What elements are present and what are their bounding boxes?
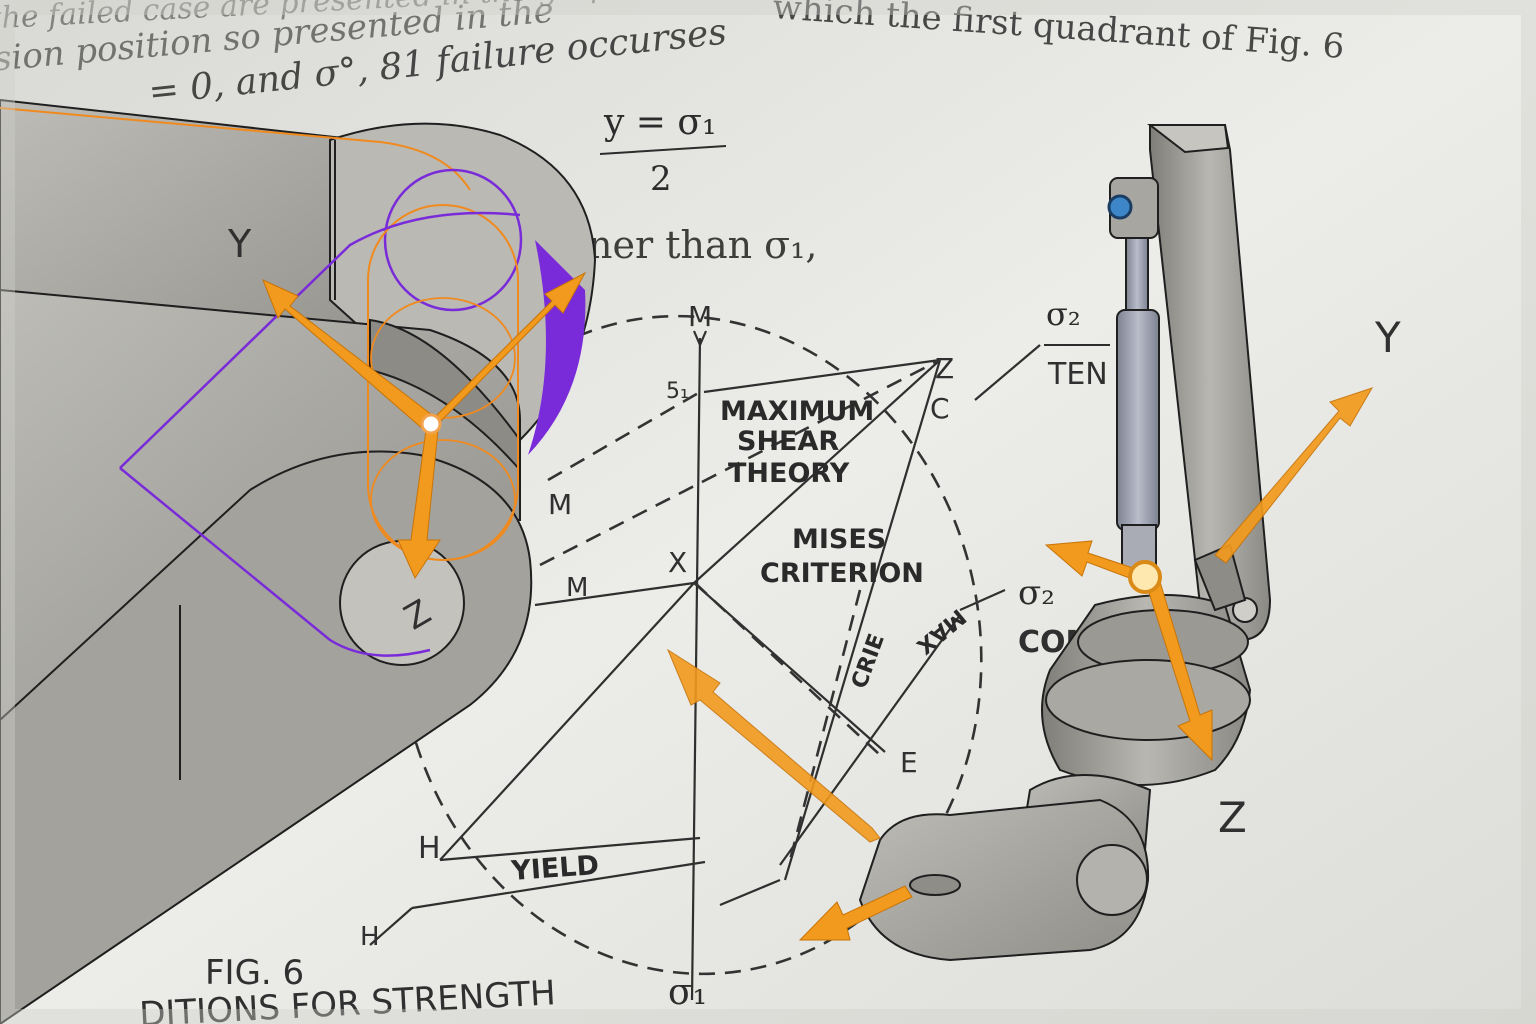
label-m-top: M (688, 300, 712, 333)
label-max-shear-3: THEORY (728, 458, 850, 489)
right-arm-cylinder[interactable] (1116, 309, 1160, 531)
label-m-mid: M (566, 573, 588, 603)
right-transform-gizmo[interactable]: Y Z (666, 313, 1401, 941)
left-gizmo-y-label: Y (227, 222, 252, 266)
label-max-shear-1: MAXIMUM (720, 396, 874, 427)
right-robot-arm[interactable] (858, 124, 1272, 962)
left-gizmo-x-arrow[interactable] (427, 271, 587, 427)
label-e: E (900, 746, 918, 779)
right-gizmo-back-arrow[interactable] (666, 648, 881, 843)
label-sigma2-bottom: σ₂ (1018, 573, 1055, 613)
right-arm-lower-joint[interactable] (1076, 844, 1148, 916)
right-gizmo-y-arrow[interactable] (1214, 387, 1374, 564)
left-gizmo-z-arrow[interactable] (397, 429, 441, 580)
label-x: X (668, 546, 687, 579)
right-gizmo-z-label: Z (1218, 793, 1247, 842)
diagram-labels: M 5₁ Z C M M X E H H MAXIMUM SHEAR THEOR… (138, 295, 1110, 1024)
left-robot-arm[interactable] (0, 98, 597, 1024)
left-selection-overlay (0, 107, 523, 657)
label-m-left: M (548, 488, 572, 521)
left-gizmo-center[interactable] (420, 413, 442, 435)
figure-number: FIG. 6 (205, 953, 304, 993)
label-s1: 5₁ (666, 379, 689, 404)
label-h2: H (360, 922, 380, 952)
label-sigma2-top: σ₂ (1046, 295, 1081, 333)
right-arm-blue-pin[interactable] (1107, 194, 1133, 220)
label-ten: TEN (1047, 357, 1108, 392)
label-h1: H (418, 831, 441, 866)
label-z: Z (935, 352, 954, 385)
equation-top: y = σ₁ (603, 102, 716, 143)
label-mises-2: CRITERION (760, 558, 924, 589)
label-mises-1: MISES (792, 524, 886, 555)
right-gizmo-y-label: Y (1374, 313, 1401, 362)
label-c: C (930, 392, 950, 425)
right-gizmo-left-arrow[interactable] (798, 885, 913, 941)
page-text-line4: ner than σ₁, (588, 223, 817, 267)
label-sigma1: σ₁ (668, 972, 707, 1013)
left-gizmo-y-arrow[interactable] (262, 279, 433, 431)
equation-fraction-bar (599, 145, 727, 155)
right-gizmo-z-arrow[interactable] (1144, 574, 1213, 762)
label-yield: YIELD (509, 850, 600, 887)
right-gizmo-center[interactable] (1128, 560, 1162, 594)
equation-bottom: 2 (650, 159, 672, 199)
label-max-shear-2: SHEAR (737, 426, 839, 457)
